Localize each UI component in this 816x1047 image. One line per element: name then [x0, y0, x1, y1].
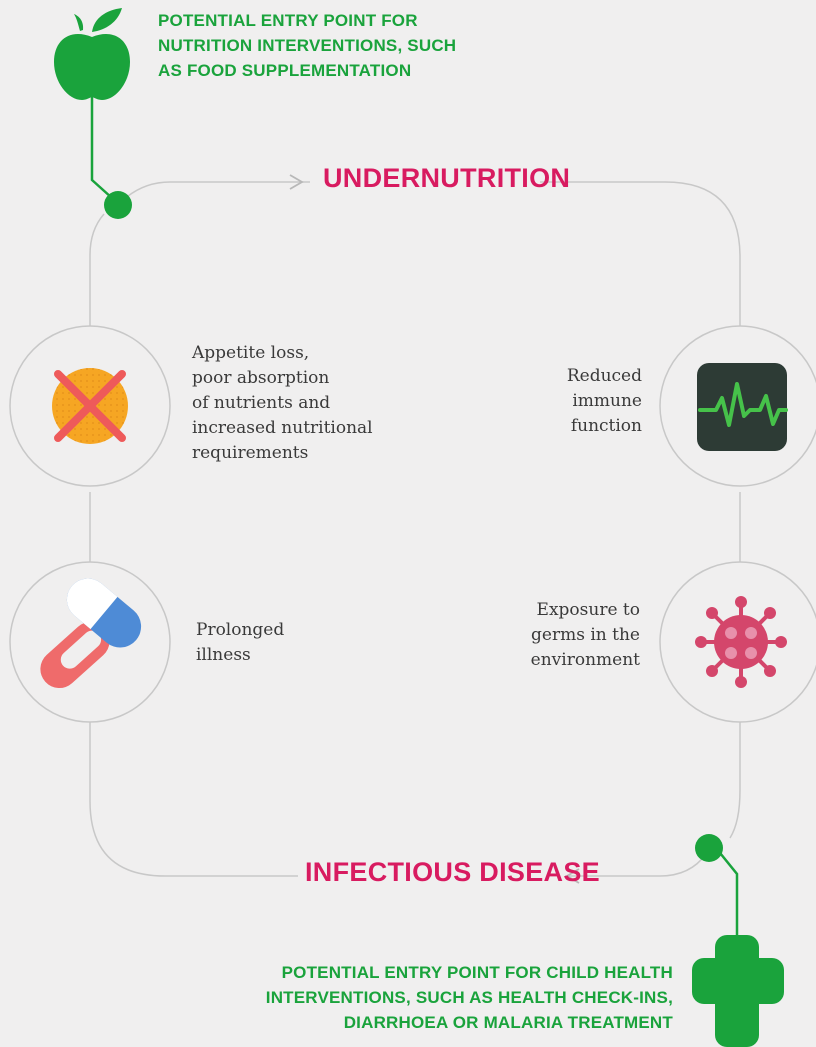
- stage-text-line: Exposure to: [536, 600, 640, 620]
- cycle-path-top: [117, 181, 310, 206]
- virus-icon: [695, 596, 787, 688]
- heart-monitor-icon: [697, 363, 788, 451]
- entry-bottom-line: INTERVENTIONS, SUCH AS HEALTH CHECK-INS,: [265, 988, 673, 1007]
- entry-dot-top: [104, 191, 132, 219]
- crossed-food-icon: [52, 368, 128, 444]
- stage-text-line: poor absorption: [192, 368, 330, 388]
- entry-top-line: POTENTIAL ENTRY POINT FOR: [158, 11, 418, 30]
- stage-text-line: Reduced: [566, 366, 642, 386]
- entry-bottom-line: POTENTIAL ENTRY POINT FOR CHILD HEALTH: [281, 963, 673, 982]
- stage-text-line: increased nutritional: [192, 418, 373, 438]
- connector-bottom: [715, 847, 739, 938]
- apple-icon: [54, 8, 130, 100]
- stage-text-germs: Exposure to germs in the environment: [531, 598, 640, 673]
- stage-text-line: Prolonged: [196, 620, 285, 640]
- stage-text-immune: Reduced immune function: [567, 364, 642, 439]
- stage-text-line: environment: [530, 650, 640, 670]
- stage-text-line: Appetite loss,: [192, 343, 310, 363]
- stage-text-appetite: Appetite loss, poor absorption of nutrie…: [192, 341, 373, 466]
- arrowhead-bottom: [565, 868, 580, 884]
- stage-text-line: of nutrients and: [192, 393, 331, 413]
- entry-point-top-text: POTENTIAL ENTRY POINT FOR NUTRITION INTE…: [158, 8, 456, 83]
- cycle-path-left-top: [89, 213, 105, 337]
- cycle-path-right-bottom: [729, 721, 741, 839]
- stage-text-line: function: [570, 416, 642, 436]
- entry-top-line: AS FOOD SUPPLEMENTATION: [158, 61, 412, 80]
- undernutrition-title: UNDERNUTRITION: [323, 163, 571, 193]
- entry-dot-bottom: [695, 834, 723, 862]
- infectious-disease-title: INFECTIOUS DISEASE: [305, 857, 600, 887]
- medical-cross-icon: [692, 935, 784, 1047]
- pills-icon: [40, 578, 142, 689]
- cycle-path-bottom-left: [89, 722, 298, 877]
- entry-top-line: NUTRITION INTERVENTIONS, SUCH: [158, 36, 457, 55]
- stage-text-line: illness: [196, 645, 251, 665]
- entry-bottom-line: DIARRHOEA OR MALARIA TREATMENT: [343, 1013, 673, 1032]
- stage-text-line: requirements: [192, 443, 309, 463]
- connector-top: [90, 97, 113, 199]
- arrowhead-top: [289, 174, 304, 190]
- stage-text-line: germs in the: [531, 625, 640, 645]
- cycle-path-right-top: [540, 181, 741, 337]
- stage-text-line: immune: [572, 391, 642, 411]
- entry-point-bottom-text: POTENTIAL ENTRY POINT FOR CHILD HEALTH I…: [266, 960, 673, 1035]
- stage-text-illness: Prolonged illness: [196, 618, 284, 668]
